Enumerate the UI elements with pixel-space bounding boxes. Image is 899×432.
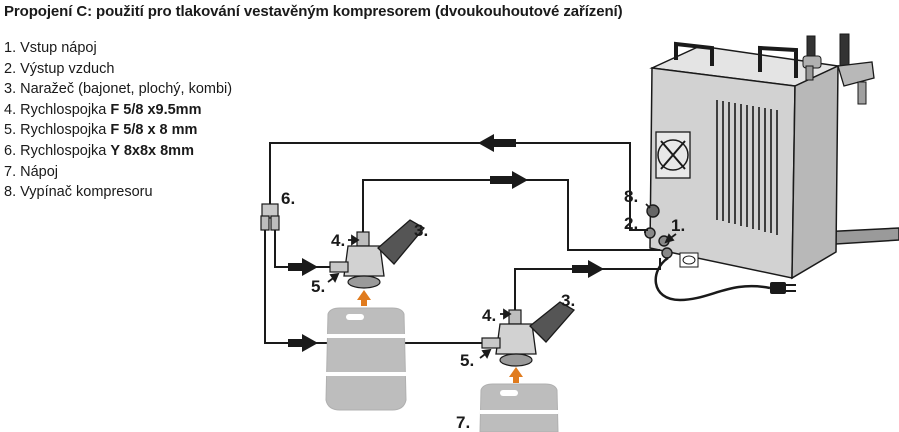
label-8: 8. [624,187,638,206]
handle-left [674,41,714,66]
fan-icon [655,131,691,179]
keg-2 [479,383,559,432]
legend-item-5: 5. Rychlospojka F 5/8 x 8 mm [4,122,198,139]
flow-arrow-up-2 [509,367,523,383]
arrow-right-coupler1 [288,258,318,276]
label-1: 1. [671,216,685,235]
vent-grille [716,100,778,235]
diagram-title: Propojení C: použití pro tlakování vesta… [4,3,623,20]
keg-1 [325,307,407,411]
power-cable [654,256,796,302]
legend-item-7: 7. Nápoj [4,163,59,180]
flow-arrow-up-1 [357,290,371,306]
label-4-coupler1: 4. [331,231,345,250]
keg-coupler-2 [481,301,576,367]
legend-item-6: 6. Rychlospojka Y 8x8x 8mm [4,142,194,159]
arrow-right-mid [490,171,528,189]
label-6: 6. [281,189,295,208]
legend-item-1: 1. Vstup nápoj [4,40,97,56]
label-5-coupler1: 5. [311,277,325,296]
label-7: 7. [456,413,470,432]
air-branch-2 [264,228,485,344]
coupler-handle-1 [377,219,425,265]
arrow-right-lower [572,260,604,278]
label-3-coupler2: 3. [561,291,575,310]
label-5-coupler2: 5. [460,351,474,370]
label-3-coupler1: 3. [414,221,428,240]
label-2: 2. [624,214,638,233]
label-4-coupler2: 4. [482,306,496,325]
legend-item-8: 8. Vypínač kompresoru [4,184,153,201]
handle-right [758,45,798,78]
label-plate [679,252,699,268]
cooler-unit [644,33,899,280]
tap-1 [802,35,822,81]
tap-2 [837,33,875,105]
hoses [264,142,661,344]
legend-item-2: 2. Výstup vzduch [4,60,115,77]
drink-line-1 [362,179,660,251]
pointer-arrows [327,203,677,359]
flow-direction-arrows [288,134,604,352]
arrow-left-top [478,134,516,152]
arrow-right-bottom [288,334,318,352]
coupler-handle-2 [529,301,576,343]
legend-item-4: 4. Rychlospojka F 5/8 x9.5mm [4,101,202,118]
air-line-main [269,142,648,231]
y-coupling [260,203,280,231]
keg-coupler-1 [329,219,425,289]
legend-item-3: 3. Naražeč (bajonet, plochý, kombi) [4,81,233,98]
legend-list: 1. Vstup nápoj 2. Výstup vzduch 3. Naraž… [4,38,244,203]
